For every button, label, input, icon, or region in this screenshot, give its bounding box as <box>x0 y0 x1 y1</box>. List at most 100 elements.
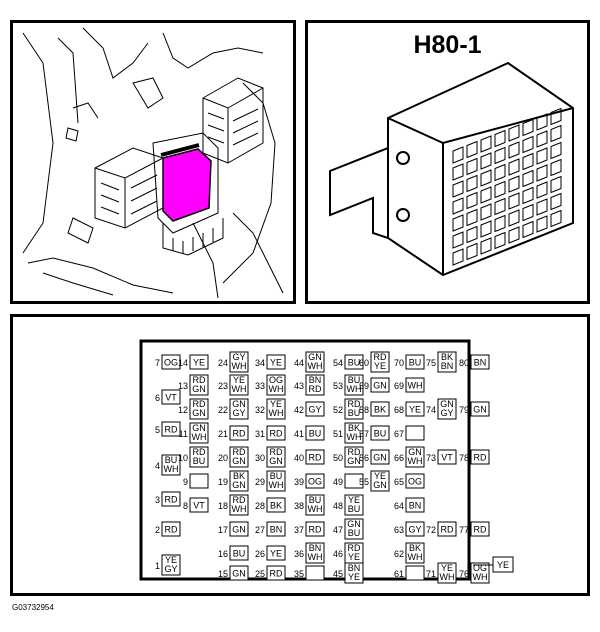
pin-cavity <box>470 354 490 370</box>
wire-color-label: GY <box>232 408 245 418</box>
connector-cavity <box>536 181 548 199</box>
wire-color-label: BU <box>409 358 422 368</box>
connector-cavity <box>508 141 520 159</box>
pin-cavity <box>405 425 425 441</box>
pin-number: 24 <box>218 358 228 368</box>
wire-color-label: RD <box>270 429 283 439</box>
pin-number: 36 <box>294 549 304 559</box>
pin-cavity <box>266 398 286 420</box>
wire-color-label: BN <box>270 525 283 535</box>
pin-cavity <box>405 565 425 581</box>
pin-number: 71 <box>426 569 436 579</box>
pin-number: 39 <box>294 477 304 487</box>
pin-cavity <box>229 470 249 492</box>
pin-cavity <box>305 473 325 489</box>
connector-cavity <box>508 209 520 227</box>
pin-number: 69 <box>394 381 404 391</box>
wire-color-label: BK <box>409 543 421 553</box>
pin-cavity <box>266 446 286 468</box>
highlighted-connector <box>162 148 212 222</box>
wire-color-label: YE <box>348 495 360 505</box>
wire-color-label: GN <box>232 569 246 579</box>
wire-color-label: BN <box>409 501 422 511</box>
wire-color-label: BU <box>233 549 246 559</box>
pin-cavity <box>266 521 286 537</box>
connector-cavity <box>550 192 562 211</box>
connector-cavity <box>508 158 520 176</box>
pin-cavity <box>266 354 286 370</box>
wire-color-label: WH <box>269 480 284 490</box>
pin-number: 75 <box>426 358 436 368</box>
pin-cavity <box>370 377 390 393</box>
wire-color-label: GY <box>164 564 177 574</box>
pin-cavity <box>189 422 209 444</box>
connector-cavity <box>494 163 506 182</box>
wire-color-label: RD <box>233 429 246 439</box>
wire-color-label: WH <box>192 432 207 442</box>
pin-number: 49 <box>333 477 343 487</box>
wire-color-label: OG <box>473 563 487 573</box>
pin-number: 1 <box>155 561 160 571</box>
wire-color-label: GN <box>373 381 387 391</box>
pin-number: 77 <box>459 525 469 535</box>
pin-cavity <box>344 562 364 584</box>
pin-cavity <box>229 565 249 581</box>
wire-color-label: WH <box>269 408 284 418</box>
pin-number: 9 <box>183 477 188 487</box>
pin-cavity <box>437 521 457 537</box>
pin-number: 72 <box>426 525 436 535</box>
connector-cavity <box>536 130 548 148</box>
pin-number: 67 <box>394 429 404 439</box>
pin-number: 59 <box>359 381 369 391</box>
pin-cavity <box>161 354 181 370</box>
pin-cavity <box>370 449 390 465</box>
wire-color-label: BN <box>309 543 322 553</box>
pin-cavity <box>189 446 209 468</box>
pin-cavity <box>344 494 364 516</box>
pin-cavity <box>370 351 390 373</box>
pin-cavity <box>305 425 325 441</box>
pin-cavity <box>189 497 209 513</box>
connector-cavity <box>536 198 548 216</box>
wire-color-label: YE <box>270 549 282 559</box>
connector-cavity <box>494 146 506 165</box>
wire-color-label: BK <box>348 423 360 433</box>
wire-color-label: OG <box>269 375 283 385</box>
connector-cavity <box>494 214 506 233</box>
pin-cavity <box>405 542 425 564</box>
wire-color-label: BU <box>374 429 387 439</box>
wire-color-label: WH <box>232 384 247 394</box>
connector-cavity <box>494 231 506 250</box>
connector-cavity <box>550 209 562 228</box>
wire-color-label: GN <box>232 480 246 490</box>
connector-cavity <box>480 135 492 153</box>
wire-color-label: BU <box>309 429 322 439</box>
pin-cavity <box>305 351 325 373</box>
wire-color-label: WH <box>164 464 179 474</box>
connector-cavity <box>480 237 492 255</box>
wire-color-label: WH <box>232 504 247 514</box>
pin-cavity <box>344 374 364 396</box>
pin-cavity <box>370 401 390 417</box>
connector-cavity <box>452 163 464 181</box>
pin-number: 27 <box>255 525 265 535</box>
connector-cavity <box>536 147 548 165</box>
connector-cavity <box>452 197 464 215</box>
wire-color-label: YE <box>165 555 177 565</box>
pin-cavity <box>437 398 457 420</box>
wire-color-label: RD <box>474 453 487 463</box>
pin-number: 6 <box>155 393 160 403</box>
pin-cavity <box>470 562 490 584</box>
wire-color-label: BU <box>348 408 361 418</box>
pin-cavity <box>370 425 390 441</box>
wire-color-label: RD <box>270 569 283 579</box>
wire-color-label: GN <box>232 399 246 409</box>
wire-color-label: GY <box>232 352 245 362</box>
connector-cavity <box>522 169 534 188</box>
pin-number: 2 <box>155 525 160 535</box>
pin-number: 15 <box>218 569 228 579</box>
pin-number: 60 <box>359 358 369 368</box>
connector-cavity <box>522 186 534 205</box>
pin-cavity <box>344 398 364 420</box>
wire-color-label: RD <box>233 495 246 505</box>
